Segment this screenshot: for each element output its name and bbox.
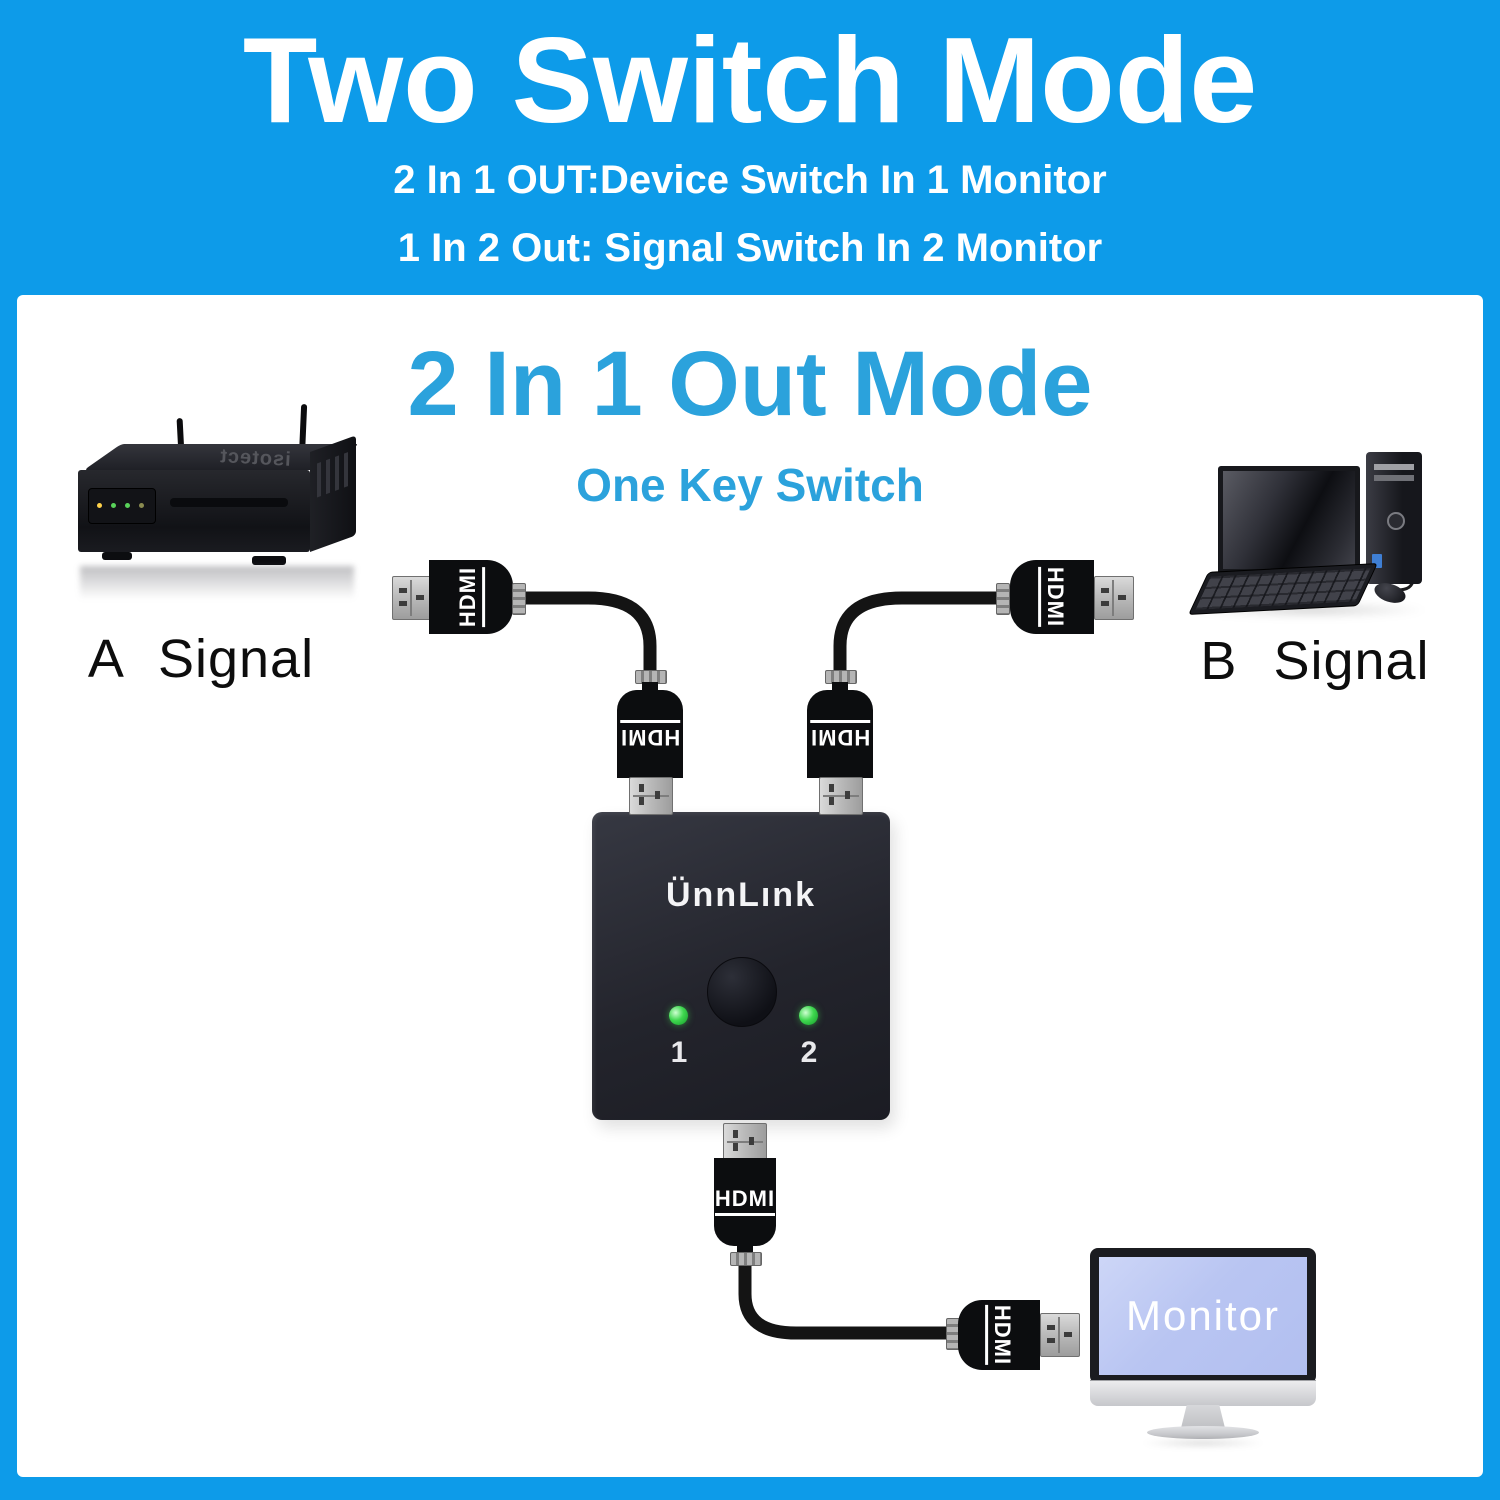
output-monitor-shadow: [1140, 1438, 1266, 1448]
hdmi-logo: HDMI: [1038, 566, 1068, 628]
subtitle-mode-1: 2 In 1 OUT:Device Switch In 1 Monitor: [393, 158, 1107, 202]
hdmi-logo: HDMI: [455, 566, 485, 628]
input-1-metal: [629, 777, 673, 815]
monitor-label: Monitor: [1125, 1292, 1281, 1339]
hdmi-plug-b-horizontal: HDMI: [1010, 560, 1094, 634]
hdmi-plug-b-collar: [996, 583, 1010, 615]
pc-screen: [1223, 471, 1355, 569]
hdmi-plug-monitor: HDMI: [958, 1300, 1040, 1370]
label-a-signal: A Signal: [87, 629, 315, 689]
hdmi-plug-input-2: HDMI: [807, 690, 873, 778]
switch-brand-logo: ÜnnLınk: [666, 876, 816, 914]
monitor-plug-metal: [1040, 1313, 1080, 1357]
output-monitor: Monitor: [1090, 1248, 1316, 1384]
label-b-signal: B Signal: [1200, 631, 1430, 691]
input-2-neck: [832, 682, 848, 692]
switch-key-button: [707, 957, 777, 1027]
subtitle-mode-2: 1 In 2 Out: Signal Switch In 2 Monitor: [397, 226, 1103, 270]
hdmi-plug-b-metal: [1094, 576, 1134, 620]
hdmi-logo: HDMI: [985, 1304, 1015, 1366]
page-title: Two Switch Mode: [242, 12, 1258, 148]
dvr-foot: [252, 556, 286, 565]
hdmi-plug-a-metal: [392, 576, 432, 620]
panel-subheading: One Key Switch: [576, 459, 924, 511]
dvr-device: [78, 470, 310, 552]
hdmi-plug-a-collar: [512, 583, 526, 615]
led-port-1: [669, 1006, 688, 1025]
output-collar: [730, 1252, 762, 1266]
input-1-neck: [642, 682, 658, 692]
hdmi-logo: HDMI: [714, 1188, 776, 1216]
output-neck: [737, 1246, 753, 1254]
output-monitor-neck: [1181, 1405, 1225, 1428]
output-metal: [723, 1123, 767, 1161]
hdmi-logo: HDMI: [809, 720, 871, 750]
dvr-reflection: [80, 566, 354, 608]
hdmi-plug-a-horizontal: HDMI: [429, 560, 513, 634]
hdmi-logo: HDMI: [619, 720, 681, 750]
led-port-2: [799, 1006, 818, 1025]
output-monitor-screen: Monitor: [1099, 1257, 1307, 1375]
panel-heading: 2 In 1 Out Mode: [407, 333, 1093, 435]
dvr-front-panel: [88, 488, 156, 524]
pc-tower-sticker: [1372, 554, 1382, 568]
output-monitor-chin: [1090, 1380, 1316, 1406]
port-1-label: 1: [670, 1036, 688, 1069]
input-2-metal: [819, 777, 863, 815]
pc-tower: [1366, 452, 1422, 584]
port-2-label: 2: [800, 1036, 818, 1069]
dvr-front-slot: [170, 498, 288, 507]
hdmi-plug-input-1: HDMI: [617, 690, 683, 778]
output-monitor-base: [1147, 1426, 1259, 1439]
dvr-foot: [102, 552, 132, 560]
pc-monitor: [1218, 466, 1360, 574]
hdmi-plug-output: HDMI: [714, 1158, 776, 1246]
